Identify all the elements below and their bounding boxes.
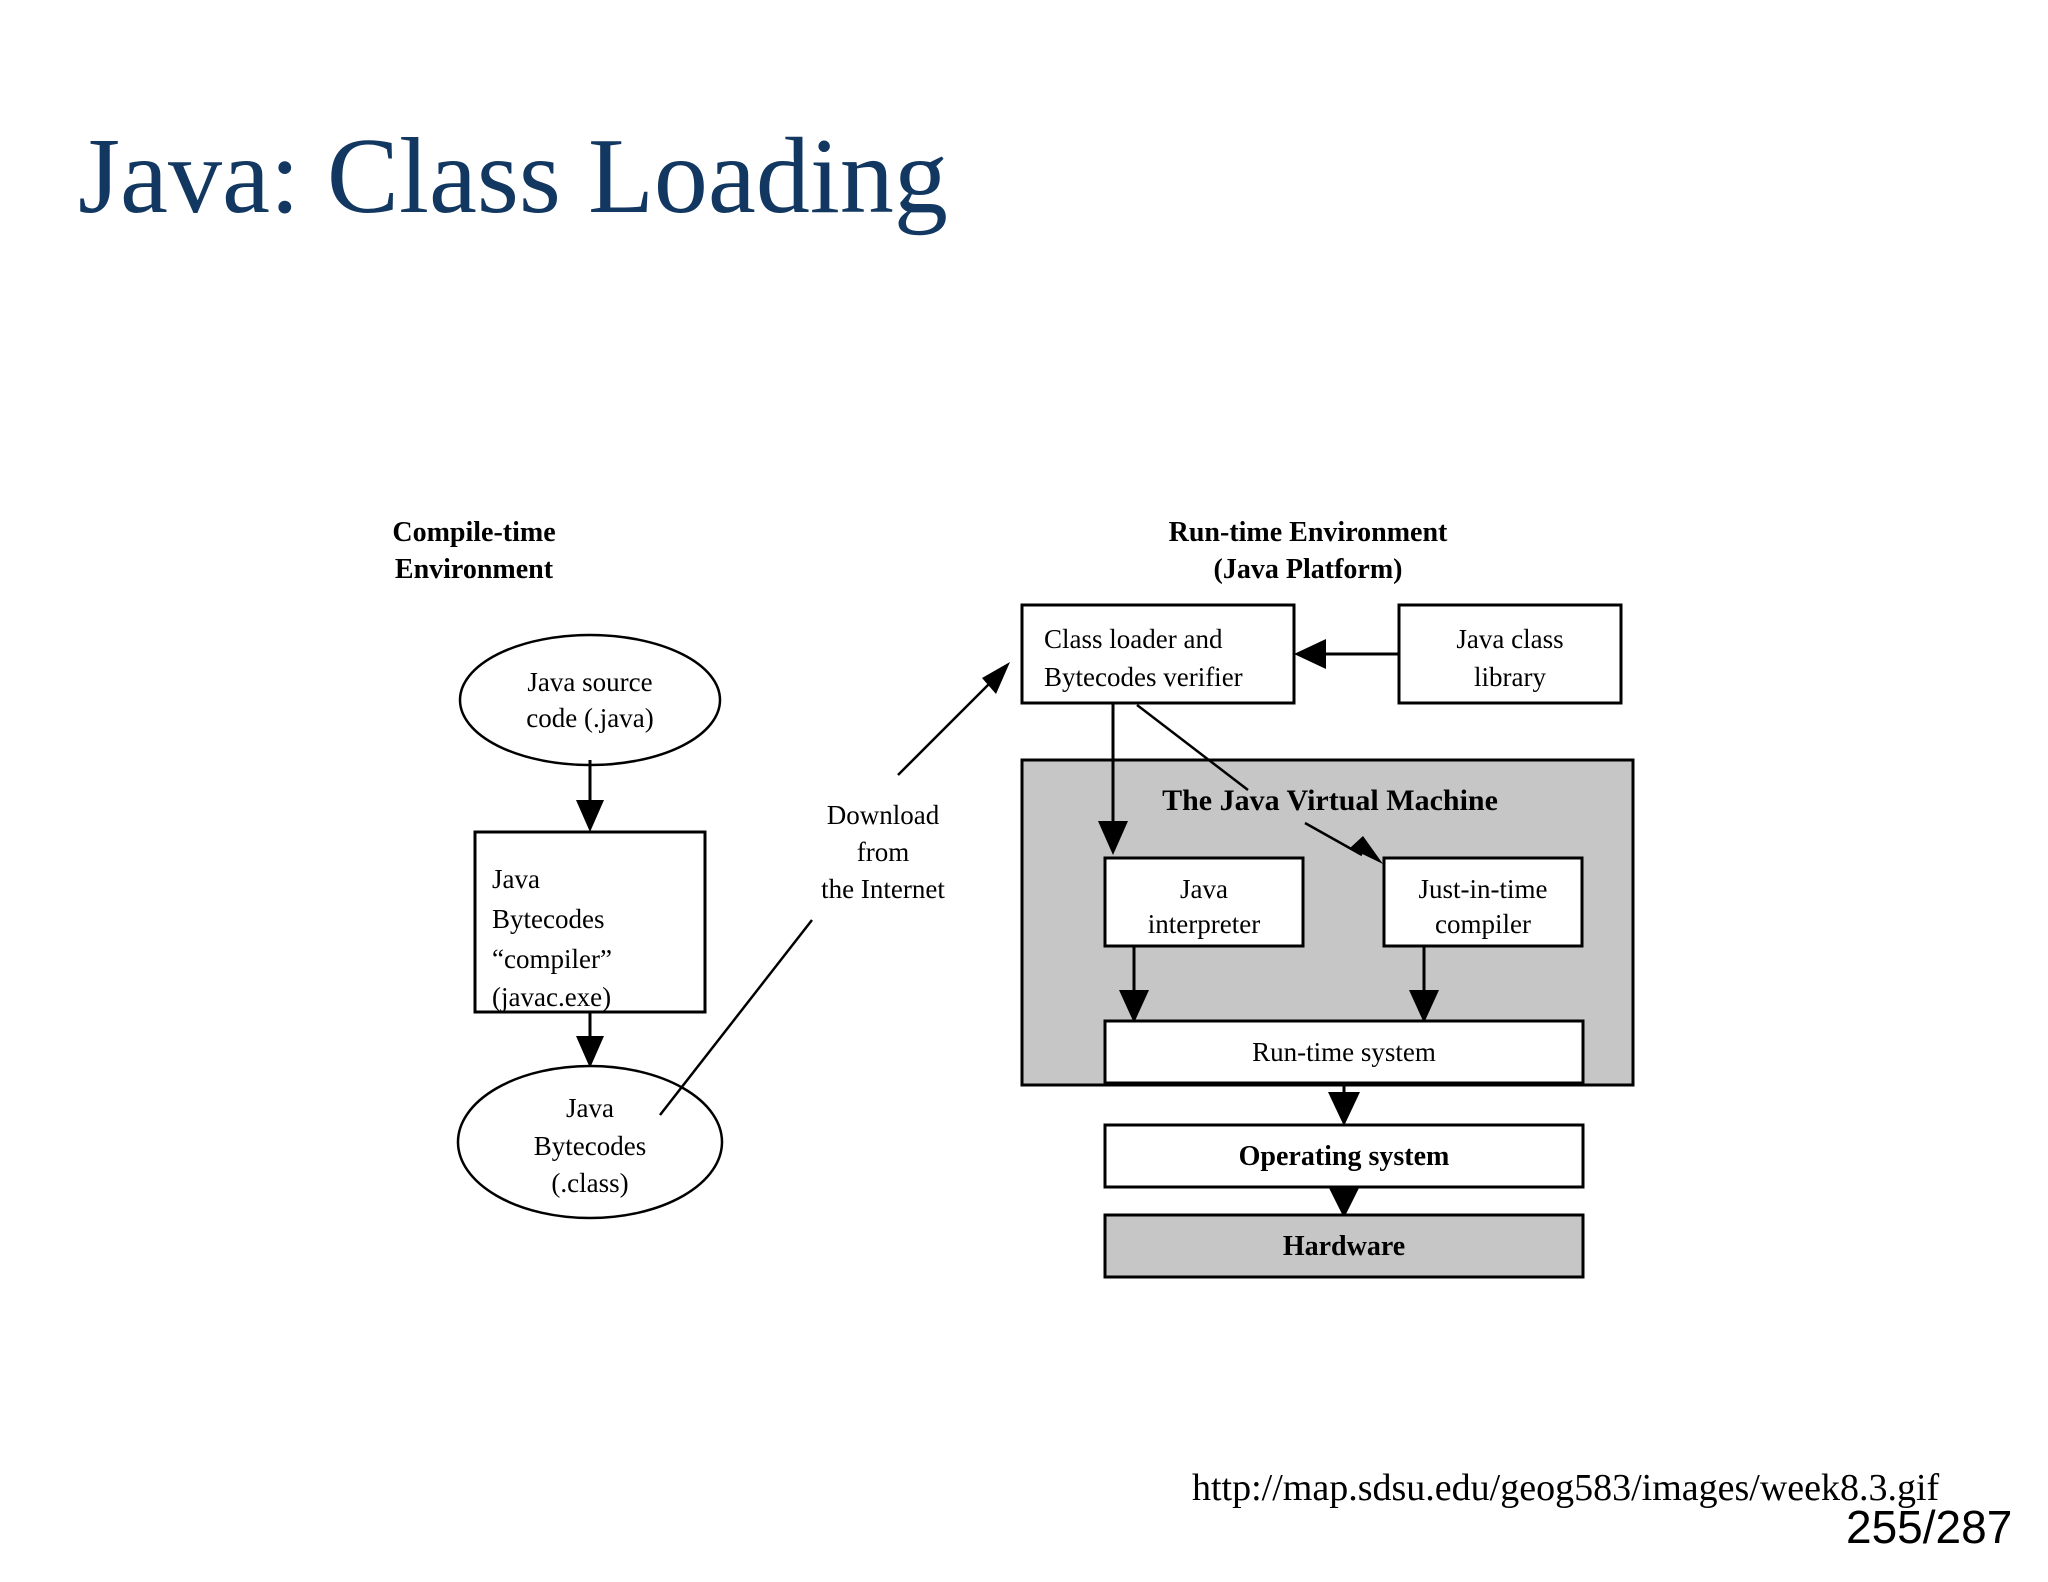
download-note-line-2: from [857,837,909,867]
java-source-line-1: Java source [527,667,652,697]
java-bytecode-line-1: Java [566,1093,614,1123]
run-time-heading: Run-time Environment (Java Platform) [1169,517,1448,585]
class-loader-box [1020,603,1296,705]
runtime-system-label: Run-time system [1252,1037,1436,1067]
java-interpreter-line-1: Java [1180,874,1228,904]
arrow-jit-to-runtime [1409,946,1439,1023]
java-interpreter-node: Java interpreter [1103,856,1305,948]
run-time-heading-line-1: Run-time Environment [1169,517,1448,548]
compile-time-heading-line-2: Environment [395,554,554,585]
leader-bytecode-to-download [659,919,813,1116]
jvm-panel-title: The Java Virtual Machine [1162,784,1498,817]
operating-system-box [1103,1123,1585,1189]
operating-system-node: Operating system [1103,1123,1585,1189]
javac-compiler-line-3: “compiler” [492,944,612,974]
java-class-library-node: Java class library [1397,603,1623,705]
jit-compiler-line-2: compiler [1435,909,1531,939]
jit-compiler-box [1382,856,1584,948]
javac-compiler-line-2: Bytecodes [492,904,604,934]
compile-time-heading: Compile-time Environment [392,517,555,585]
java-interpreter-box [1103,856,1305,948]
java-bytecode-line-2: Bytecodes [534,1131,646,1161]
arrow-library-to-class-loader [1294,639,1399,669]
jvm-panel: The Java Virtual Machine [1020,758,1635,1087]
source-url-caption: http://map.sdsu.edu/geog583/images/week8… [1192,1467,1940,1509]
hardware-label: Hardware [1283,1231,1405,1262]
runtime-system-box [1103,1019,1585,1085]
arrow-source-to-compiler [576,760,604,832]
class-loader-line-2: Bytecodes verifier [1044,662,1243,692]
runtime-system-node: Run-time system [1103,1019,1585,1085]
java-class-library-line-2: library [1474,662,1546,692]
java-bytecode-ellipse [456,1064,724,1220]
run-time-heading-line-2: (Java Platform) [1214,554,1403,585]
arrow-interpreter-to-runtime [1119,946,1149,1023]
java-bytecode-node: Java Bytecodes (.class) [456,1064,724,1220]
page-title: Java: Class Loading [78,117,948,236]
arrow-class-loader-to-interpreter [1098,703,1128,855]
arrow-compiler-to-bytecode [576,1012,604,1068]
java-class-library-box [1397,603,1623,705]
hardware-node: Hardware [1103,1213,1585,1279]
arrow-os-to-hardware [1328,1186,1360,1218]
leader-class-loader-to-jit [1136,704,1383,864]
jit-compiler-line-1: Just-in-time [1419,874,1548,904]
class-loader-line-1: Class loader and [1044,624,1223,654]
javac-compiler-box [473,830,707,1014]
download-note-line-3: the Internet [821,874,945,904]
java-bytecode-line-3: (.class) [551,1168,628,1198]
operating-system-label: Operating system [1239,1141,1450,1172]
javac-compiler-node: Java Bytecodes “compiler” (javac.exe) [473,830,707,1014]
arrow-runtime-to-os [1328,1083,1360,1126]
hardware-box [1103,1213,1585,1279]
compile-time-heading-line-1: Compile-time [392,517,555,548]
java-class-library-line-1: Java class [1456,624,1563,654]
java-source-node: Java source code (.java) [458,633,722,767]
jit-compiler-node: Just-in-time compiler [1382,856,1584,948]
download-note: Download from the Internet [821,800,945,904]
jvm-panel-background [1020,758,1635,1087]
class-loader-node: Class loader and Bytecodes verifier [1020,603,1296,705]
javac-compiler-line-4: (javac.exe) [492,982,611,1012]
java-interpreter-line-2: interpreter [1148,909,1260,939]
download-note-line-1: Download [827,800,940,830]
arrow-download-to-class-loader [897,662,1010,776]
java-source-ellipse [458,633,722,767]
java-source-line-2: code (.java) [526,703,653,733]
javac-compiler-line-1: Java [492,864,540,894]
page-number: 255/287 [1846,1501,2013,1553]
